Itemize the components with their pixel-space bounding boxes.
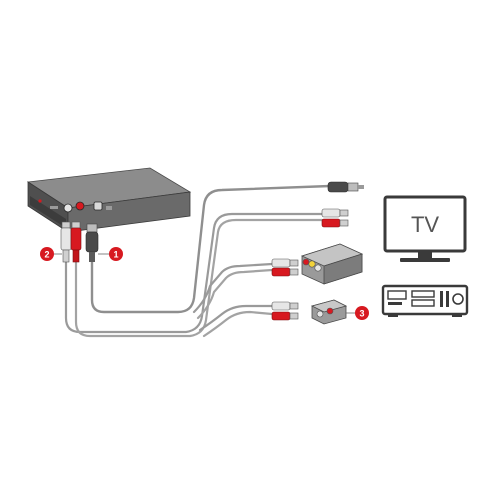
cables [64,184,332,338]
callout-number: 1 [113,250,118,260]
rca-coupler-icon [310,299,348,325]
rca-plug-icon [70,221,82,263]
callout-badge-3: 3 [346,306,369,320]
rca-cable-middle [192,262,274,314]
s-video-plug-icon [85,223,99,262]
rca-pair-lower [271,301,299,321]
callout-number: 2 [44,250,49,260]
callout-badge-2: 2 [40,247,62,261]
rca-cable-middle-2 [196,268,274,320]
red-jack [75,201,85,211]
rca-cable-lower-2 [202,310,274,338]
white-jack [63,203,73,213]
s-video-plug-icon [327,181,364,193]
rca-cable-upper [64,212,324,334]
rca-cable-lower [198,304,274,332]
tv-icon: TV [383,195,467,262]
av-receiver-box-icon [26,167,192,233]
callout-badge-1: 1 [98,247,123,261]
rca-plug-icon [60,221,72,263]
callout-number: 3 [359,309,364,319]
s-video-jack [93,201,103,211]
rca-pair-upper [321,208,349,228]
stereo-receiver-icon [381,284,469,317]
device-plugs [60,221,99,263]
rca-pair-middle [271,258,299,277]
rca-cable-upper-2 [74,218,324,338]
s-video-cable [90,184,332,314]
tv-label: TV [411,212,439,237]
scart-adapter-icon [300,243,364,285]
